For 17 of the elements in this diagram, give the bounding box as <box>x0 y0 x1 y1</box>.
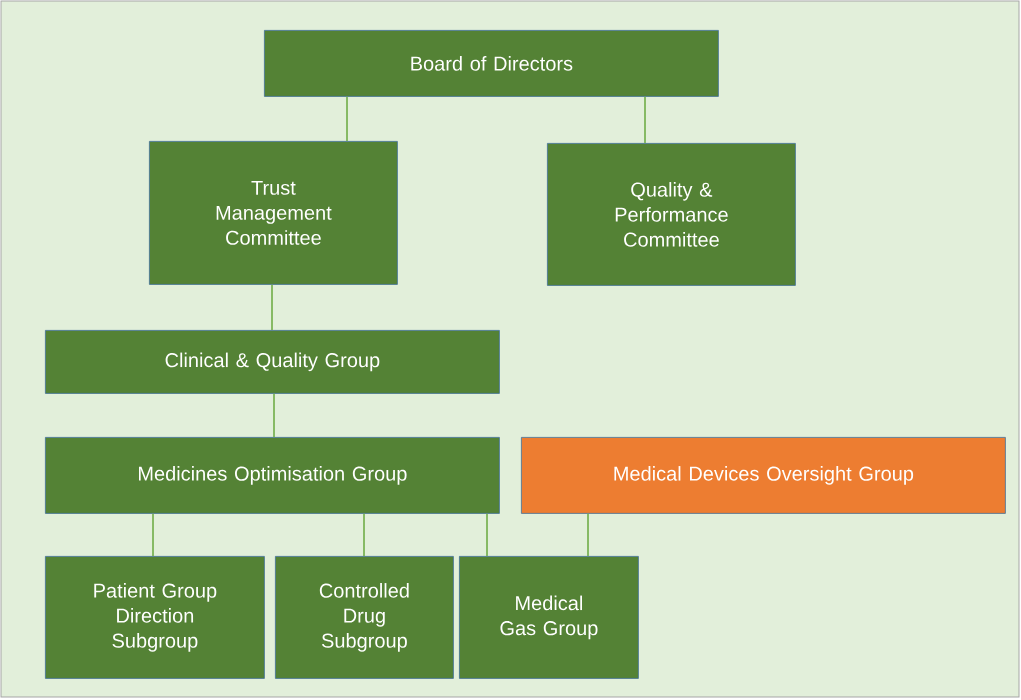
org-box: Trust Management Committee <box>149 141 398 285</box>
org-box: Controlled Drug Subgroup <box>275 556 454 679</box>
connector-line <box>152 513 154 557</box>
connector-line <box>346 96 348 142</box>
connector-line <box>271 284 273 331</box>
org-box: Medicines Optimisation Group <box>45 437 500 514</box>
connector-line <box>587 513 589 557</box>
connector-line <box>486 513 488 557</box>
connector-line <box>363 513 365 557</box>
connector-line <box>644 96 646 144</box>
org-box: Board of Directors <box>264 30 719 97</box>
org-box: Medical Gas Group <box>459 556 639 679</box>
org-box: Clinical & Quality Group <box>45 330 500 394</box>
connector-line <box>273 393 275 438</box>
org-box: Patient Group Direction Subgroup <box>45 556 265 679</box>
org-box: Medical Devices Oversight Group <box>521 437 1006 514</box>
org-box: Quality & Performance Committee <box>547 143 796 286</box>
